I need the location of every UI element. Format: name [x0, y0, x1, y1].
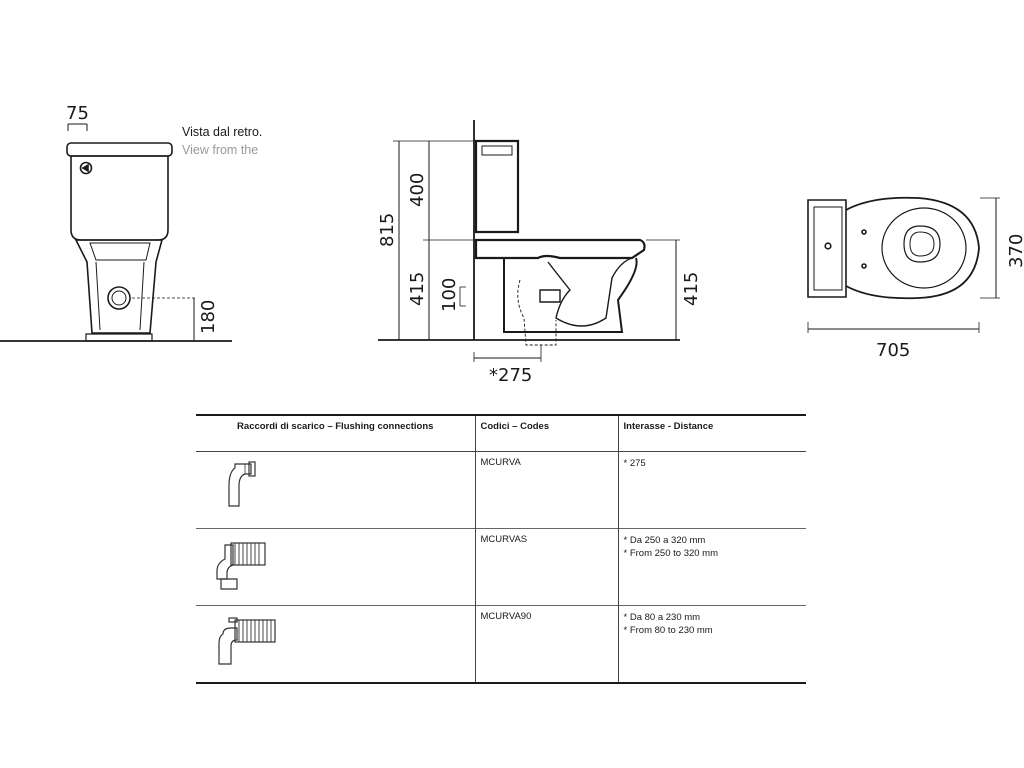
- table-row: MCURVAS * Da 250 a 320 mm * From 250 to …: [196, 528, 806, 606]
- rear-dim-outlet-height: 180: [198, 300, 219, 334]
- fittings-table-wrap: Raccordi di scarico – Flushing connectio…: [196, 414, 806, 684]
- header-connections: Raccordi di scarico – Flushing connectio…: [196, 415, 475, 452]
- rear-view: [0, 123, 232, 342]
- elbow-connector-icon: [228, 461, 256, 507]
- technical-drawing: 75 Vista dal retro. View from the 180: [0, 103, 1024, 386]
- distance-line: * Da 80 a 230 mm: [623, 612, 701, 623]
- side-dim-bowl-height: 415: [681, 272, 702, 306]
- rear-dim-top: 75: [66, 103, 89, 124]
- rear-caption-en: View from the: [182, 143, 258, 157]
- fittings-table: Raccordi di scarico – Flushing connectio…: [196, 414, 806, 684]
- code-cell: MCURVA90: [474, 605, 618, 683]
- side-dim-tank-height: 400: [407, 173, 428, 207]
- table-header-row: Raccordi di scarico – Flushing connectio…: [196, 415, 806, 452]
- connection-cell: [196, 605, 475, 683]
- side-view: [378, 120, 680, 362]
- header-codes: Codici – Codes: [474, 415, 618, 452]
- distance-line: * From 80 to 230 mm: [623, 625, 713, 636]
- elbow-bellows-connector-icon: [216, 542, 266, 590]
- connection-cell: [196, 528, 475, 606]
- connection-cell: [196, 451, 475, 529]
- top-dim-length: 705: [876, 340, 910, 361]
- table-row: MCURVA * 275: [196, 451, 806, 529]
- distance-line: * From 250 to 320 mm: [623, 548, 719, 559]
- rear-caption-it: Vista dal retro.: [182, 125, 262, 139]
- side-dim-total-height: 815: [377, 213, 398, 247]
- top-view: [807, 196, 1000, 333]
- side-dim-outlet-distance: *275: [489, 365, 532, 386]
- distance-cell: * Da 80 a 230 mm * From 80 to 230 mm: [617, 605, 806, 683]
- code-cell: MCURVAS: [474, 528, 618, 606]
- distance-cell: * Da 250 a 320 mm * From 250 to 320 mm: [617, 528, 806, 606]
- code-cell: MCURVA: [474, 451, 618, 529]
- header-distance: Interasse - Distance: [617, 415, 806, 452]
- distance-cell: * 275: [617, 451, 806, 529]
- distance-line: * Da 250 a 320 mm: [623, 535, 706, 546]
- top-dim-depth: 370: [1006, 234, 1024, 268]
- side-dim-lower-height: 415: [407, 272, 428, 306]
- elbow-90-extension-connector-icon: [218, 617, 276, 665]
- table-row: MCURVA90 * Da 80 a 230 mm * From 80 to 2…: [196, 605, 806, 683]
- side-dim-outlet-small: 100: [439, 278, 460, 312]
- distance-line: * 275: [623, 458, 646, 469]
